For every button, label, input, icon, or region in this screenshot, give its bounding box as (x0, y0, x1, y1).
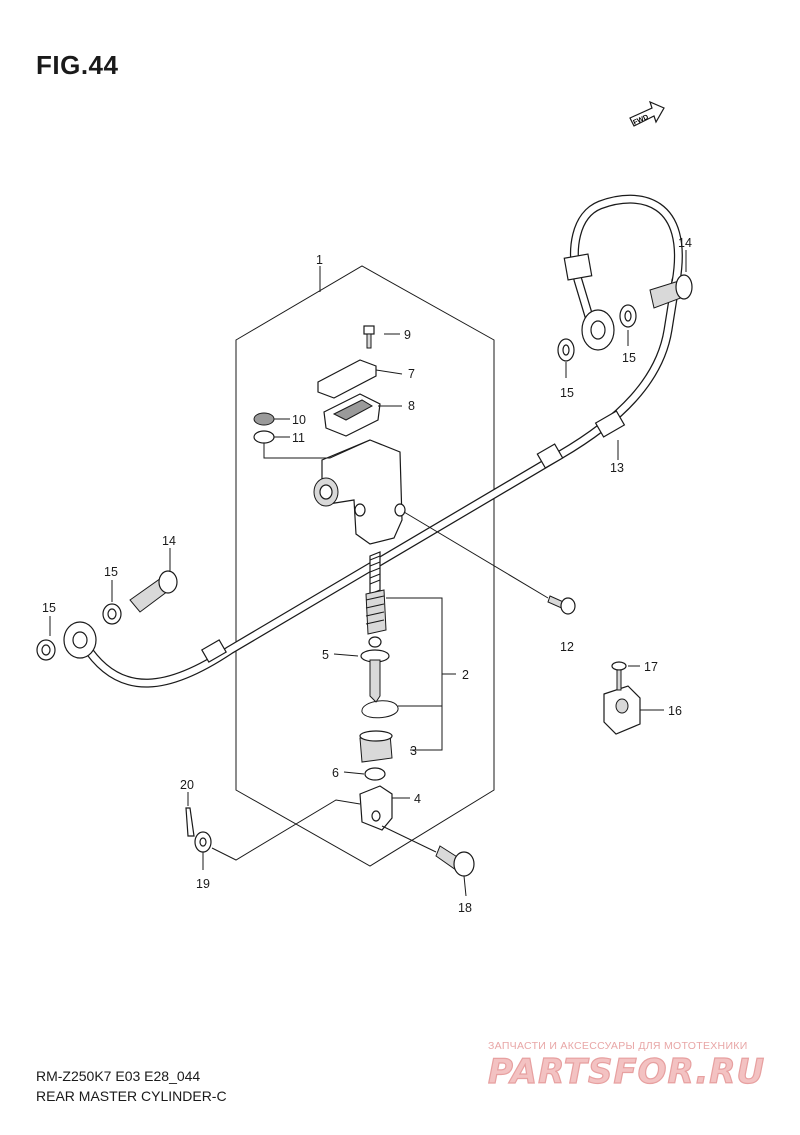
clevis-pin (435, 845, 475, 877)
union-bolt-lower (129, 570, 178, 613)
leader-lines (49, 250, 687, 897)
union-bolt-upper (649, 274, 693, 309)
callout-15-d: 15 (42, 601, 56, 615)
callout-16: 16 (668, 704, 682, 718)
piston-spring (369, 551, 381, 595)
reservoir-cap (317, 359, 377, 399)
piston (365, 589, 387, 635)
callout-14-lower: 14 (162, 534, 176, 548)
push-rod (360, 636, 390, 703)
callout-18: 18 (458, 901, 472, 915)
o-ring (253, 430, 275, 444)
circlip (361, 700, 399, 719)
callout-12: 12 (560, 640, 574, 654)
boot (359, 730, 393, 763)
callout-2: 2 (462, 668, 469, 682)
callout-14-upper: 14 (678, 236, 692, 250)
reservoir-diaphragm (323, 393, 381, 437)
cap-screw (363, 325, 375, 349)
callout-3: 3 (410, 744, 417, 758)
cotter-pin (185, 807, 195, 837)
diagram-name: REAR MASTER CYLINDER-C (36, 1088, 227, 1104)
callout-17: 17 (644, 660, 658, 674)
lock-nut (364, 767, 386, 781)
hose-connector (253, 412, 275, 426)
mounting-bolt (547, 595, 576, 615)
brake-hose (63, 194, 683, 688)
fwd-arrow-icon: FWD (629, 100, 665, 127)
watermark-logo: PARTSFOR.RU (487, 1051, 766, 1092)
callout-20: 20 (180, 778, 194, 792)
callout-15-b: 15 (622, 351, 636, 365)
callout-19: 19 (196, 877, 210, 891)
clamp-screw (611, 661, 627, 691)
washer (194, 831, 212, 853)
callout-10: 10 (292, 413, 306, 427)
watermark-subtitle: ЗАПЧАСТИ И АКСЕССУАРЫ ДЛЯ МОТОТЕХНИКИ (488, 1040, 748, 1052)
hose-clamp (603, 685, 641, 735)
model-code: RM-Z250K7 E03 E28_044 (36, 1068, 201, 1084)
callout-5: 5 (322, 648, 329, 662)
callout-15-a: 15 (560, 386, 574, 400)
callout-8: 8 (408, 399, 415, 413)
callout-6: 6 (332, 766, 339, 780)
callout-11: 11 (292, 431, 305, 445)
callout-1: 1 (316, 253, 323, 267)
clevis (359, 785, 393, 831)
callout-15-c: 15 (104, 565, 118, 579)
master-cylinder-body (313, 439, 406, 545)
callout-9: 9 (404, 328, 411, 342)
callout-7: 7 (408, 367, 415, 381)
assembly-boundary (235, 265, 495, 867)
gasket-washers (36, 304, 637, 661)
figure-title: FIG.44 (36, 50, 119, 80)
callout-13: 13 (610, 461, 624, 475)
callout-4: 4 (414, 792, 421, 806)
